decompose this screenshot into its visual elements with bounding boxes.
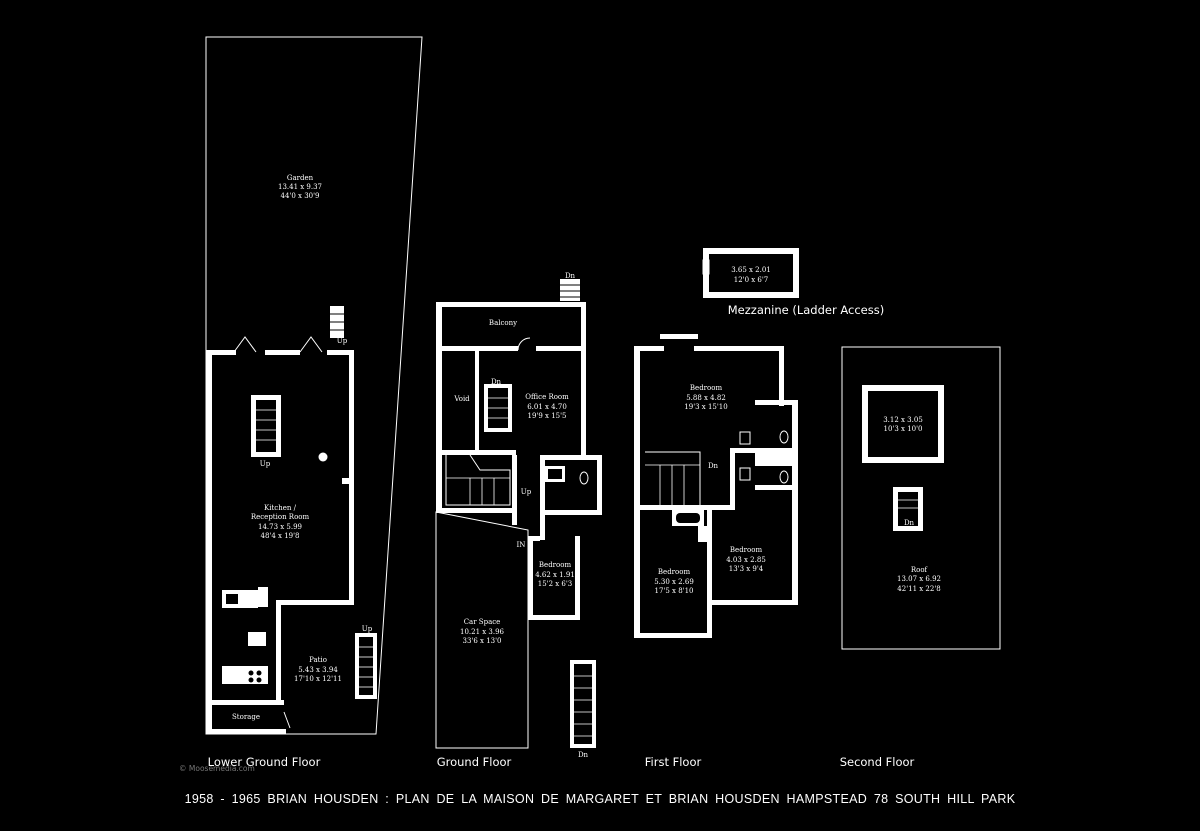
- down-marker-office-stair: Dn: [491, 378, 502, 386]
- office-name: Office Room: [525, 393, 569, 401]
- patio-name: Patio: [309, 656, 327, 664]
- watermark: © Moosemedia.com: [179, 764, 255, 773]
- ground-bedroom-imperial: 15'2 x 6'3: [538, 580, 573, 588]
- patio-steps: [355, 633, 377, 699]
- roof-hatch: [893, 487, 923, 531]
- office-metric: 6.01 x 4.70: [527, 403, 567, 411]
- lighting-point: [318, 452, 328, 462]
- bath-tub: [672, 510, 708, 542]
- office-imperial: 19'9 x 15'5: [528, 412, 567, 420]
- lower-ground-stair: [251, 395, 281, 457]
- mezzanine-title: Mezzanine (Ladder Access): [728, 303, 884, 317]
- patio-imperial: 17'10 x 12'11: [294, 675, 342, 683]
- ground-floor-plan: [435, 279, 602, 749]
- room-labels: Garden 13.41 x 9.37 44'0 x 30'9 Kitchen …: [232, 174, 941, 721]
- up-marker-ground-stair: Up: [521, 488, 532, 496]
- second-floor-title: Second Floor: [840, 755, 915, 769]
- ground-floor-title: Ground Floor: [437, 755, 512, 769]
- mezzanine-plan: [702, 248, 799, 298]
- office-stair: [484, 384, 512, 432]
- garden-steps: [330, 306, 344, 338]
- car-space-name: Car Space: [464, 618, 501, 626]
- mezzanine-imperial: 12'0 x 6'7: [734, 276, 769, 284]
- office-door-arc: [517, 337, 531, 351]
- garden-metric: 13.41 x 9.37: [278, 183, 322, 191]
- lower-ground-floor-title: Lower Ground Floor: [208, 755, 321, 769]
- mezzanine-metric: 3.65 x 2.01: [731, 266, 771, 274]
- first-floor-plan: [634, 334, 798, 638]
- first-bedroom-right-name: Bedroom: [730, 546, 763, 554]
- ground-stair: [445, 454, 511, 506]
- caption: 1958 - 1965 BRIAN HOUSDEN : PLAN DE LA M…: [184, 792, 1016, 806]
- kitchen-imperial: 48'4 x 19'8: [261, 532, 300, 540]
- first-bedroom-right-metric: 4.03 x 2.85: [726, 556, 766, 564]
- balcony-name: Balcony: [489, 319, 517, 327]
- floor-plan-diagram: Garden 13.41 x 9.37 44'0 x 30'9 Kitchen …: [179, 36, 1001, 773]
- drive-steps: [570, 660, 596, 748]
- roof-metric: 13.07 x 6.92: [897, 575, 941, 583]
- garden-door-left: [233, 336, 257, 353]
- up-marker-patio: Up: [362, 625, 373, 633]
- first-floor-title: First Floor: [645, 755, 702, 769]
- second-room-metric: 3.12 x 3.05: [883, 416, 923, 424]
- first-bedroom-left-imperial: 17'5 x 8'10: [655, 587, 694, 595]
- ground-bedroom-name: Bedroom: [539, 561, 572, 569]
- second-room-imperial: 10'3 x 10'0: [884, 425, 923, 433]
- car-space-imperial: 33'6 x 13'0: [463, 637, 502, 645]
- first-floor-bathrooms: [739, 400, 795, 490]
- garden-name: Garden: [287, 174, 314, 182]
- ground-bathroom: [540, 455, 602, 540]
- kitchen-metric: 14.73 x 5.99: [258, 523, 302, 531]
- car-space-outline: [435, 511, 529, 749]
- car-space-metric: 10.21 x 3.96: [460, 628, 505, 636]
- garden-imperial: 44'0 x 30'9: [281, 192, 320, 200]
- roof-imperial: 42'11 x 22'8: [897, 585, 940, 593]
- kitchen-name-2: Reception Room: [251, 513, 310, 521]
- second-floor-plan: [841, 346, 1001, 650]
- garden-door-right: [299, 336, 323, 353]
- first-bedroom-left-metric: 5.30 x 2.69: [654, 578, 694, 586]
- in-marker-entrance: IN: [517, 541, 526, 549]
- garden-outline: [205, 36, 423, 735]
- up-marker-garden-steps: Up: [337, 337, 348, 345]
- down-marker-roof-hatch: Dn: [904, 519, 915, 527]
- stair-markers: Up Up Up Dn Dn Up IN Dn Dn Dn: [260, 272, 915, 759]
- patio-metric: 5.43 x 3.94: [298, 666, 338, 674]
- kitchen-name: Kitchen /: [264, 504, 297, 512]
- first-floor-stair: [645, 451, 701, 505]
- lower-ground-floor-plan: [205, 36, 423, 735]
- roof-name: Roof: [911, 566, 929, 574]
- ground-bedroom-metric: 4.62 x 1.91: [535, 571, 575, 579]
- roof-outline: [841, 346, 1001, 650]
- balcony-stair: [560, 279, 580, 301]
- ground-bedroom-walls: [528, 536, 533, 620]
- void-name: Void: [453, 395, 470, 403]
- down-marker-drive: Dn: [578, 751, 589, 759]
- down-marker-first-stair: Dn: [708, 462, 719, 470]
- first-bedroom-top-name: Bedroom: [690, 384, 723, 392]
- first-bedroom-right-imperial: 13'3 x 9'4: [729, 565, 764, 573]
- kitchen-units: [222, 587, 268, 684]
- down-marker-balcony: Dn: [565, 272, 576, 280]
- storage-name: Storage: [232, 713, 260, 721]
- first-bedroom-left-name: Bedroom: [658, 568, 691, 576]
- up-marker-lower-stair: Up: [260, 460, 271, 468]
- first-bedroom-top-imperial: 19'3 x 15'10: [684, 403, 727, 411]
- first-bedroom-top-metric: 5.88 x 4.82: [686, 394, 726, 402]
